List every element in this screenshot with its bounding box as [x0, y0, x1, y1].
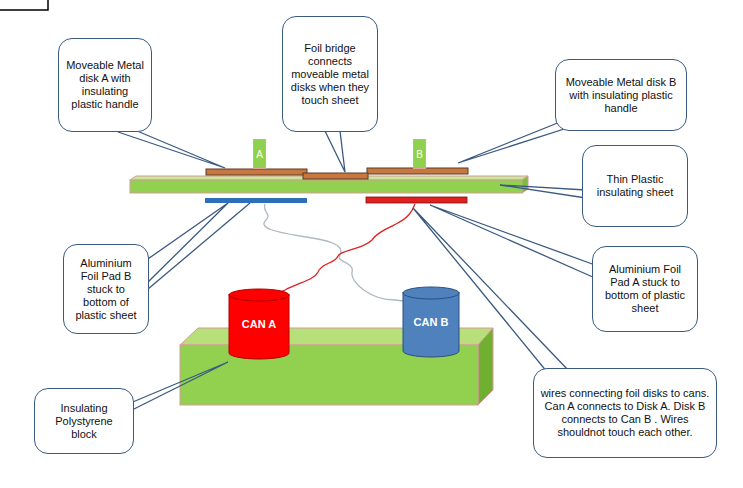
plastic-sheet — [130, 180, 522, 193]
callout-text: Moveable Metal disk B with insulating pl… — [562, 76, 680, 115]
can: CAN A — [228, 288, 290, 360]
callout-box: Moveable Metal disk B with insulating pl… — [555, 59, 687, 131]
can-label: CAN A — [242, 318, 276, 331]
handle-label: B — [413, 139, 426, 169]
callout-text: Aluminium Foil Pad A stuck to bottom of … — [599, 263, 691, 315]
handle-letter: B — [416, 149, 423, 160]
callout-text: Thin Plastic insulating sheet — [589, 173, 681, 199]
foil-bridge — [303, 173, 368, 179]
wire-a — [270, 204, 415, 296]
can: CAN B — [402, 286, 460, 358]
callout-box: Foil bridge connects moveable metal disk… — [282, 16, 378, 132]
callout-text: Moveable Metal disk A with insulating pl… — [65, 59, 145, 111]
sheet-side — [522, 176, 528, 193]
handle-letter: A — [256, 149, 263, 160]
callout-box: Aluminium Foil Pad B stuck to bottom of … — [63, 244, 149, 334]
callout-text: wires connecting foil disks to cans. Can… — [540, 387, 710, 439]
callout-text: Insulating Polystyrene block — [41, 402, 127, 441]
callout-text: Aluminium Foil Pad B stuck to bottom of … — [70, 257, 142, 322]
foil-pad-b — [205, 198, 307, 203]
callout-box: Thin Plastic insulating sheet — [582, 145, 688, 227]
wire-b — [264, 204, 412, 302]
corner-mark — [0, 0, 48, 10]
leader-lines — [118, 116, 595, 415]
metal-disk-a — [206, 169, 307, 175]
callout-box: Aluminium Foil Pad A stuck to bottom of … — [592, 246, 698, 332]
callout-text: Foil bridge connects moveable metal disk… — [289, 42, 371, 107]
callout-box: Insulating Polystyrene block — [34, 388, 134, 454]
handle-label: A — [253, 139, 266, 169]
can-label: CAN B — [414, 316, 449, 329]
block-side — [478, 328, 493, 405]
callout-box: wires connecting foil disks to cans. Can… — [533, 368, 717, 458]
callout-box: Moveable Metal disk A with insulating pl… — [58, 38, 152, 132]
foil-pad-a — [366, 197, 467, 203]
